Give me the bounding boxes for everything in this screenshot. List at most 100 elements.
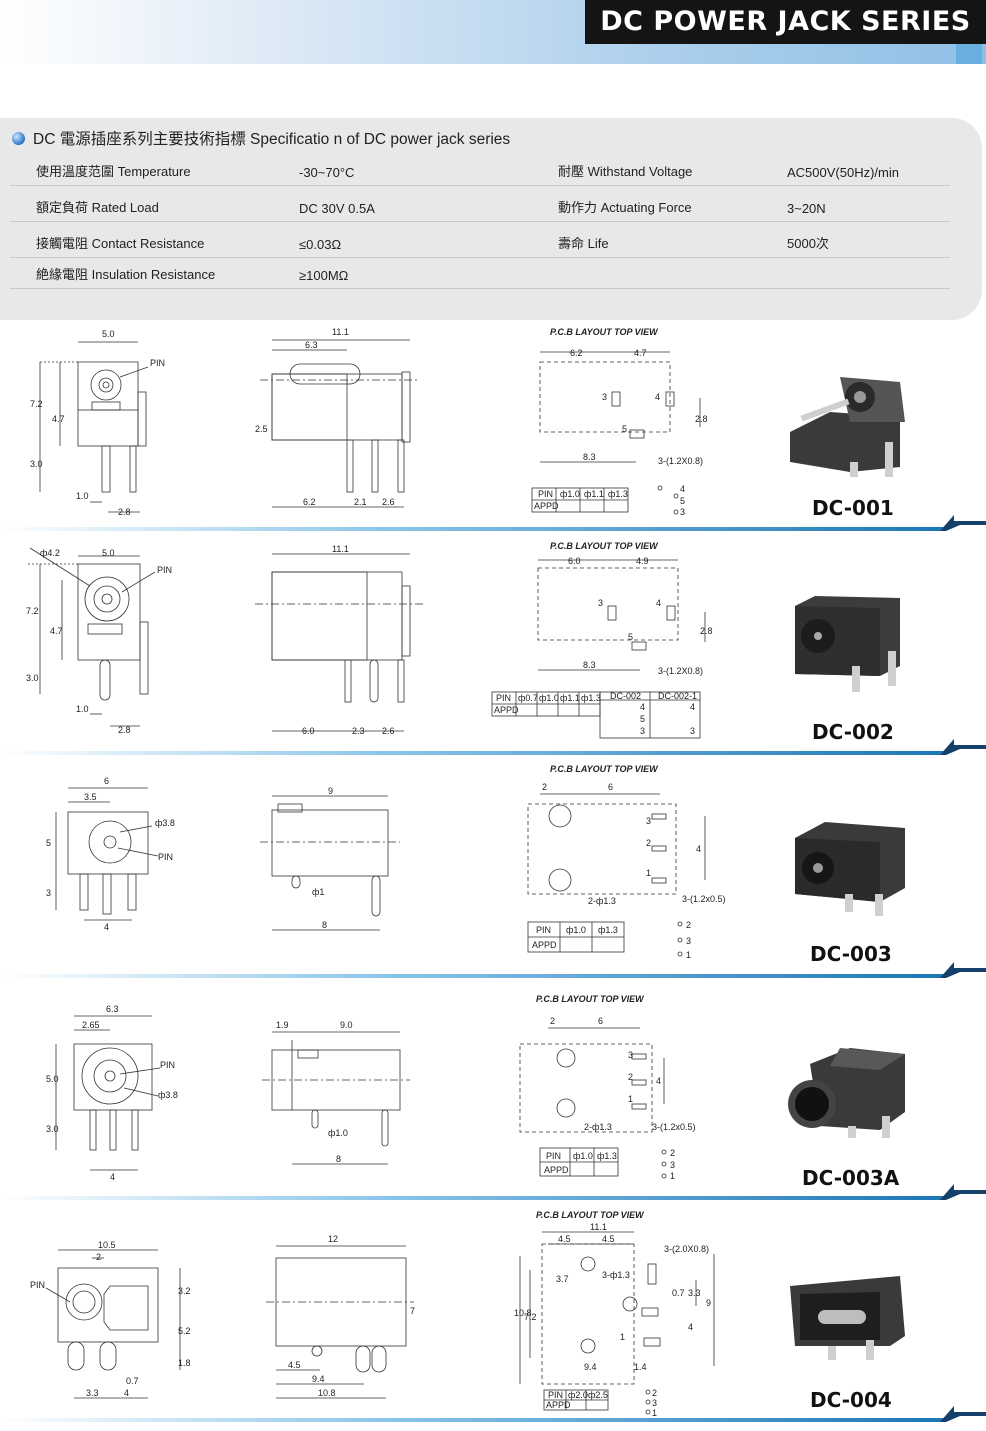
pin-label: PIN — [157, 565, 172, 575]
pin-table-cell: APPD — [532, 940, 557, 950]
dimension-label: ф1.0 — [328, 1128, 348, 1138]
section-divider — [0, 974, 944, 978]
dimension-label: 11.1 — [332, 544, 349, 554]
dimension-label: 1.8 — [178, 1358, 191, 1368]
part-section-dc-003: 6 3.5 ф3.8 PIN 5 3 4 9 ф1 8 2 6 3 2 1 4 … — [0, 760, 986, 982]
divider-arrow-icon — [940, 1184, 986, 1200]
dimension-label: 2-ф1.3 — [584, 1122, 612, 1132]
dimension-label: 2.8 — [118, 507, 131, 517]
pin-number: 4 — [680, 484, 685, 494]
dimension-labels: 6.3 2.65 PIN ф3.8 5.0 3.0 4 1.9 9.0 ф1.0… — [46, 1004, 696, 1182]
dimension-label: 3.3 — [688, 1288, 701, 1298]
spec-row: 接觸電阻 Contact Resistance ≤0.03Ω 壽命 Life 5… — [10, 227, 950, 258]
dimension-label: 9 — [328, 786, 333, 796]
part-name: DC-004 — [810, 1388, 892, 1412]
dimension-label: 2.8 — [695, 414, 708, 424]
dimension-label: 6.3 — [106, 1004, 119, 1014]
pcb-title: P.C.B LAYOUT TOP VIEW — [536, 994, 644, 1004]
dimension-label: 4.5 — [602, 1234, 615, 1244]
dimension-label: 6 — [598, 1016, 603, 1026]
dimension-label: 3.2 — [178, 1286, 191, 1296]
pcb-title: P.C.B LAYOUT TOP VIEW — [536, 1210, 644, 1220]
divider-arrow-icon — [940, 739, 986, 755]
pad-label: 4 — [656, 598, 661, 608]
pin-table-cell: PIN — [546, 1151, 561, 1161]
dimension-label: 9.0 — [340, 1020, 353, 1030]
dimension-label: 6 — [608, 782, 613, 792]
dimension-label: 2.6 — [382, 726, 395, 736]
spec-value: ≤0.03Ω — [299, 237, 342, 252]
pin-table-cell: ф1.0 — [566, 925, 586, 935]
dimension-label: 6 — [104, 776, 109, 786]
pin-table-cell: ф1.3 — [598, 925, 618, 935]
pin-number: 5 — [640, 714, 645, 724]
spec-value: DC 30V 0.5A — [299, 201, 375, 216]
pcb-title: P.C.B LAYOUT TOP VIEW — [550, 764, 658, 774]
section-divider — [0, 1196, 944, 1200]
dimension-label: 3.0 — [46, 1124, 59, 1134]
pad-label: 3 — [628, 1050, 633, 1060]
spec-row: 額定負荷 Rated Load DC 30V 0.5A 動作力 Actuatin… — [10, 191, 950, 222]
part-section-dc-004: 10.5 2 PIN 3.2 5.2 1.8 0.7 3.3 4 12 7 4.… — [0, 1206, 986, 1431]
dimension-label: 2 — [96, 1252, 101, 1262]
dimension-label: 4.9 — [636, 556, 649, 566]
dimension-label: 8.3 — [583, 660, 596, 670]
spec-label: 耐壓 Withstand Voltage — [558, 164, 693, 179]
dimension-label: 4 — [124, 1388, 129, 1398]
part-name: DC-001 — [812, 496, 894, 520]
dimension-label: ф1 — [312, 887, 324, 897]
pad-label: 4 — [655, 392, 660, 402]
dimension-label: 6.3 — [305, 340, 318, 350]
section-divider — [0, 527, 944, 531]
pin-number: 1 — [652, 1408, 657, 1418]
pin-table-cell: ф1.1 — [560, 693, 580, 703]
part-drawing: 10.5 2 PIN 3.2 5.2 1.8 0.7 3.3 4 12 7 4.… — [30, 1222, 905, 1418]
spec-value: AC500V(50Hz)/min — [787, 165, 899, 180]
pin-table-cell: APPD — [494, 705, 519, 715]
dimension-label: 3.7 — [556, 1274, 569, 1284]
pin-table-cell: PIN — [496, 693, 511, 703]
dimension-label: 3-ф1.3 — [602, 1270, 630, 1280]
dimension-labels: 5.0 PIN 7.2 4.7 3.0 1.0 2.8 11.1 6.3 2.5… — [30, 327, 708, 517]
spec-label: 使用溫度范圍 Temperature — [36, 164, 191, 179]
part-drawing: 5.0 PIN 7.2 4.7 3.0 1.0 2.8 11.1 6.3 2.5… — [30, 327, 905, 517]
spec-label: 動作力 Actuating Force — [558, 200, 692, 215]
pin-number: 2 — [686, 920, 691, 930]
pin-table-cell: APPD — [534, 501, 559, 511]
pin-table-cell: ф1.0 — [539, 693, 559, 703]
dimension-label: 11.1 — [590, 1222, 607, 1232]
part-drawing: 6.3 2.65 PIN ф3.8 5.0 3.0 4 1.9 9.0 ф1.0… — [46, 1004, 905, 1182]
dimension-label: 2.5 — [255, 424, 268, 434]
pad-label: 2 — [646, 838, 651, 848]
dimension-label: 9 — [706, 1298, 711, 1308]
pin-number: 3 — [686, 936, 691, 946]
pad-label: 3 — [598, 598, 603, 608]
dimension-label: 6.0 — [302, 726, 315, 736]
dimension-label: 8 — [322, 920, 327, 930]
dimension-label: 3-(1.2x0.5) — [652, 1122, 696, 1132]
pad-label: 3 — [602, 392, 607, 402]
pad-label: 5 — [622, 424, 627, 434]
pin-number: 2 — [670, 1148, 675, 1158]
pin-table-cell: ф1.3 — [581, 693, 601, 703]
pin-number: 4 — [640, 702, 645, 712]
dimension-label: 4 — [696, 844, 701, 854]
pad-label: 3 — [646, 816, 651, 826]
pin-label: PIN — [150, 358, 165, 368]
dimension-label: ф3.8 — [158, 1090, 178, 1100]
dimension-label: 5.2 — [178, 1326, 191, 1336]
spec-value: 3~20N — [787, 201, 826, 216]
product-photo — [795, 596, 900, 692]
dimension-label: 10.8 — [514, 1308, 532, 1318]
pin-number: 1 — [670, 1171, 675, 1181]
dimension-label: 8 — [336, 1154, 341, 1164]
dimension-label: 4 — [688, 1322, 693, 1332]
pad-label: 5 — [628, 632, 633, 642]
pin-label: PIN — [160, 1060, 175, 1070]
dimension-labels: 6 3.5 ф3.8 PIN 5 3 4 9 ф1 8 2 6 3 2 1 4 … — [46, 776, 726, 960]
dimension-label: 5 — [46, 838, 51, 848]
dimension-label: 4.7 — [634, 348, 647, 358]
pin-table-cell: ф1.0 — [560, 489, 580, 499]
dimension-label: 10.5 — [98, 1240, 116, 1250]
dimension-label: 2.3 — [352, 726, 365, 736]
